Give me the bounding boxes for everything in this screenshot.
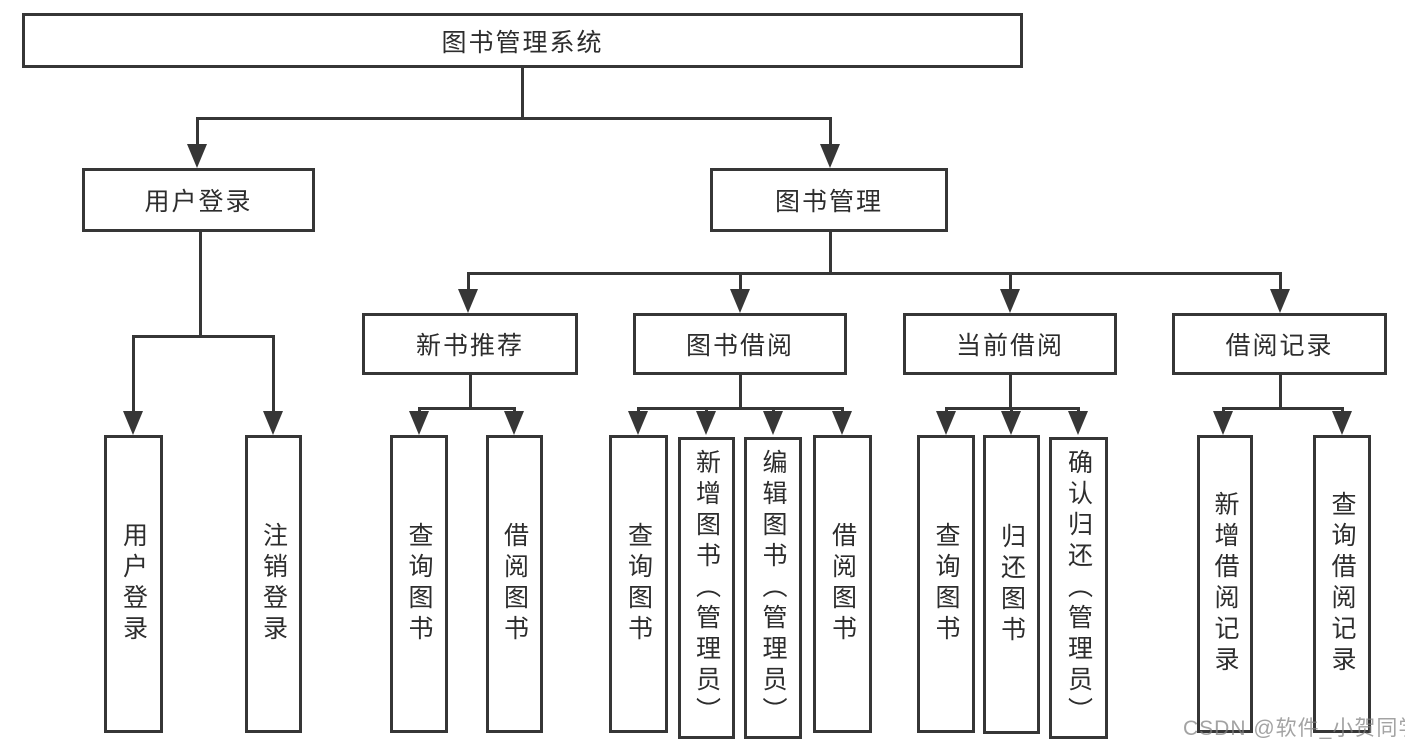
split-new-recommend-bar	[417, 406, 516, 410]
split-book-borrowing-bar	[636, 406, 844, 410]
split-book-management-drop	[1278, 273, 1282, 295]
arrow-down-icon	[1000, 289, 1020, 313]
node-user-login: 用户登录	[82, 168, 315, 232]
split-book-management-stem	[828, 232, 832, 273]
split-user-login-bar	[131, 334, 275, 338]
node-borrow-books-2: 借阅图书	[813, 435, 872, 733]
node-borrowing-records: 借阅记录	[1172, 313, 1387, 375]
split-borrow-records-stem	[1278, 375, 1282, 408]
split-root-bar	[195, 116, 832, 120]
split-book-management-bar	[466, 271, 1282, 275]
arrow-down-icon	[696, 411, 716, 435]
arrow-down-icon	[409, 411, 429, 435]
arrow-down-icon	[1001, 411, 1021, 435]
split-current-borrow-stem	[1008, 375, 1012, 408]
node-new-book-recommend: 新书推荐	[362, 313, 578, 375]
arrow-down-icon	[187, 144, 207, 168]
arrow-down-icon	[504, 411, 524, 435]
arrow-down-icon	[936, 411, 956, 435]
node-library-system: 图书管理系统	[22, 13, 1023, 68]
arrow-down-icon	[1332, 411, 1352, 435]
node-logout: 注销登录	[245, 435, 302, 733]
split-book-management-drop	[738, 273, 742, 295]
arrow-down-icon	[263, 411, 283, 435]
node-query-books-1: 查询图书	[390, 435, 448, 733]
arrow-down-icon	[820, 144, 840, 168]
split-borrow-records-bar	[1221, 406, 1344, 410]
arrow-down-icon	[763, 411, 783, 435]
node-user-login-leaf: 用户登录	[104, 435, 163, 733]
node-return-book: 归还图书	[983, 435, 1040, 734]
split-user-login-stem	[198, 232, 202, 336]
arrow-down-icon	[458, 289, 478, 313]
node-current-borrowing: 当前借阅	[903, 313, 1117, 375]
node-edit-book-admin: 编辑图书（管理员）	[744, 437, 802, 739]
split-book-management-drop	[1008, 273, 1012, 295]
split-user-login-drop	[271, 336, 275, 417]
arrow-down-icon	[123, 411, 143, 435]
node-borrow-books-1: 借阅图书	[486, 435, 543, 733]
node-book-borrowing: 图书借阅	[633, 313, 847, 375]
split-root-drop	[828, 118, 832, 150]
arrow-down-icon	[628, 411, 648, 435]
split-book-borrowing-stem	[738, 375, 742, 408]
watermark: CSDN @软件_小贺同学	[1183, 717, 1405, 740]
node-query-books-2: 查询图书	[609, 435, 668, 733]
split-new-recommend-stem	[468, 375, 472, 408]
node-book-management: 图书管理	[710, 168, 948, 232]
split-user-login-drop	[131, 336, 135, 417]
node-confirm-return-admin: 确认归还（管理员）	[1049, 437, 1108, 739]
node-add-book-admin: 新增图书（管理员）	[678, 437, 735, 739]
arrow-down-icon	[730, 289, 750, 313]
node-query-borrow-record: 查询借阅记录	[1313, 435, 1371, 733]
split-root-drop	[195, 118, 199, 150]
split-root-stem	[520, 68, 524, 118]
node-add-borrow-record: 新增借阅记录	[1197, 435, 1253, 733]
arrow-down-icon	[1270, 289, 1290, 313]
split-book-management-drop	[466, 273, 470, 295]
arrow-down-icon	[1068, 411, 1088, 435]
arrow-down-icon	[1213, 411, 1233, 435]
node-query-books-3: 查询图书	[917, 435, 975, 733]
arrow-down-icon	[832, 411, 852, 435]
